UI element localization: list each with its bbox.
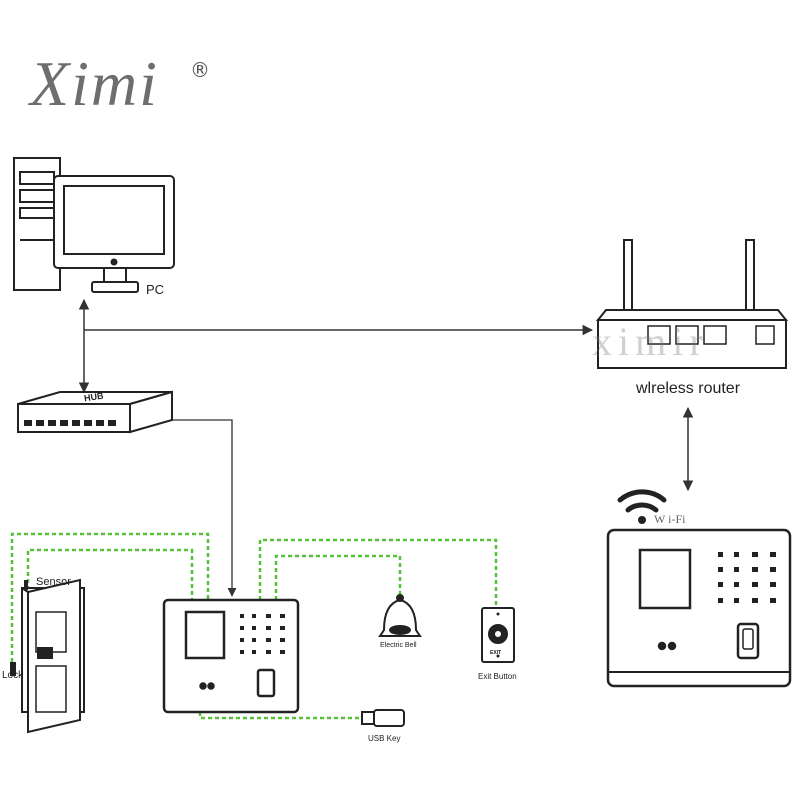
access-terminal-icon xyxy=(162,598,300,714)
router-label: wlreless router xyxy=(636,380,741,397)
computer-icon xyxy=(13,157,175,293)
exit-button-label: Exit Button xyxy=(478,672,517,681)
bell-icon xyxy=(378,594,422,637)
lock-label: Lock xyxy=(2,670,24,681)
wifi-icon xyxy=(617,489,667,524)
usb-key-label: USB Key xyxy=(368,734,401,743)
sensor-label: Sensor xyxy=(36,576,71,588)
hub-icon xyxy=(17,390,173,434)
hub-terminal-line xyxy=(160,419,237,597)
usb-key-icon xyxy=(361,709,405,727)
registered-mark: ® xyxy=(190,58,210,82)
router-icon xyxy=(595,239,789,369)
bell-label: Electric Bell xyxy=(380,642,417,649)
pc-label: PC xyxy=(146,282,165,297)
wiring-dashed xyxy=(10,532,498,720)
terminal-icon xyxy=(606,528,792,688)
watermark: ximir xyxy=(592,319,709,364)
door-icon xyxy=(10,578,85,734)
exit-plate-label: EXIT xyxy=(490,650,502,656)
wifi-label: W i-Fi xyxy=(654,512,686,526)
exit-button-icon xyxy=(481,607,515,663)
brand-logo: Ximi xyxy=(30,48,159,119)
